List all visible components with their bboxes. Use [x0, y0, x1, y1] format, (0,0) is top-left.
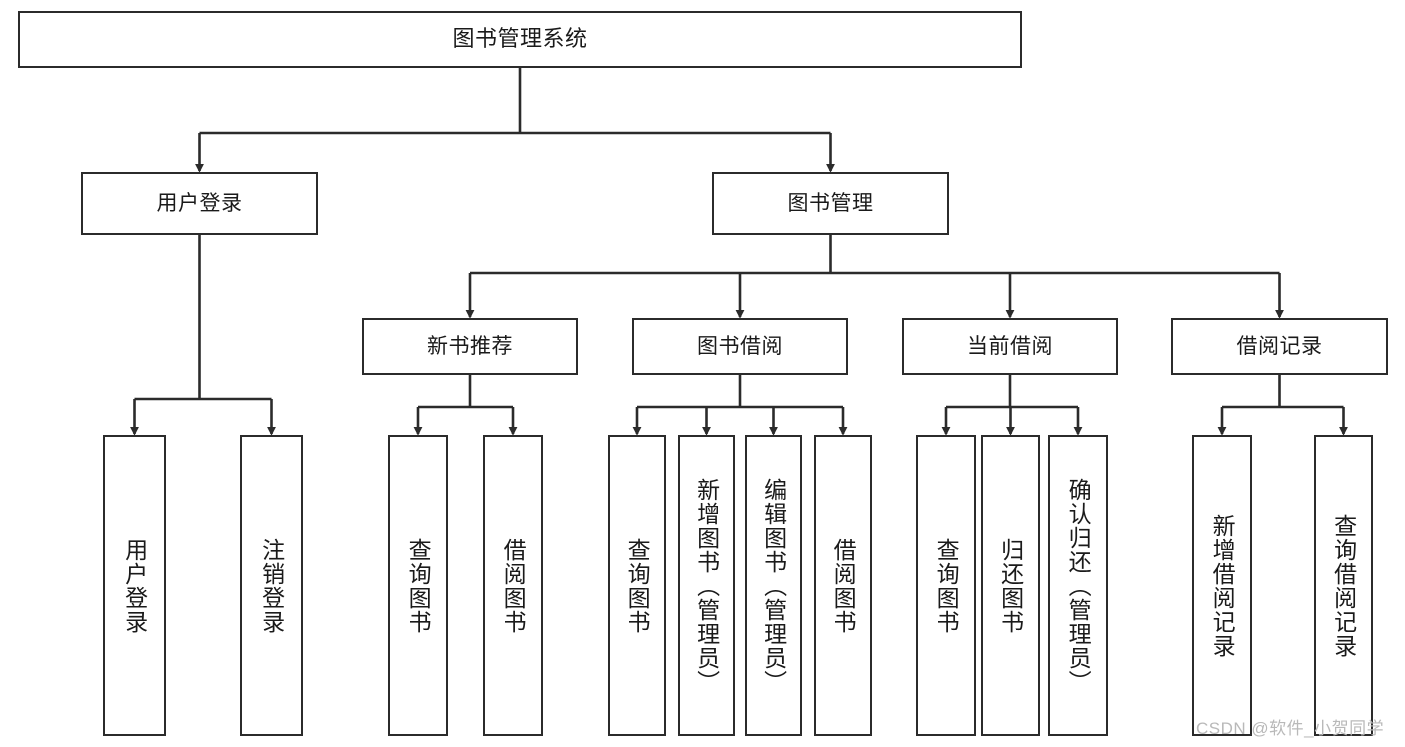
watermark: CSDN @软件_小贺同学: [1196, 719, 1385, 738]
node-leaf-query-book-3[interactable]: 查询图书: [916, 435, 976, 736]
node-leaf-confirm-return[interactable]: 确认归还（管理员）: [1048, 435, 1108, 736]
node-label: 图书管理系统: [452, 26, 588, 52]
node-leaf-add-book[interactable]: 新增图书（管理员）: [678, 435, 735, 736]
node-label: 当前借阅: [967, 334, 1053, 358]
node-book-manage[interactable]: 图书管理: [712, 172, 949, 235]
node-label: 新增图书（管理员）: [693, 477, 720, 694]
node-current-borrow[interactable]: 当前借阅: [902, 318, 1118, 375]
node-user-login[interactable]: 用户登录: [81, 172, 318, 235]
node-new-book-rec[interactable]: 新书推荐: [362, 318, 578, 375]
node-label: 归还图书: [997, 537, 1024, 634]
node-label: 图书借阅: [697, 334, 783, 358]
node-leaf-user-logout[interactable]: 注销登录: [240, 435, 303, 736]
node-label: 图书管理: [787, 191, 874, 215]
node-label: 查询图书: [933, 537, 960, 634]
node-label: 借阅图书: [830, 537, 857, 634]
node-label: 用户登录: [156, 191, 243, 215]
node-label: 查询图书: [405, 537, 432, 634]
node-label: 新书推荐: [427, 334, 513, 358]
node-label: 借阅记录: [1236, 334, 1323, 358]
node-leaf-borrow-book-2[interactable]: 借阅图书: [814, 435, 872, 736]
edge-layer: [130, 68, 1348, 436]
node-leaf-edit-book[interactable]: 编辑图书（管理员）: [745, 435, 802, 736]
node-label: 确认归还（管理员）: [1065, 477, 1092, 694]
node-label: 用户登录: [121, 537, 148, 634]
node-borrow-record[interactable]: 借阅记录: [1171, 318, 1388, 375]
node-root[interactable]: 图书管理系统: [18, 11, 1022, 68]
node-leaf-query-book-2[interactable]: 查询图书: [608, 435, 666, 736]
node-label: 编辑图书（管理员）: [760, 477, 787, 694]
node-book-borrow[interactable]: 图书借阅: [632, 318, 848, 375]
node-label: 新增借阅记录: [1209, 513, 1236, 658]
node-label: 借阅图书: [500, 537, 527, 634]
node-leaf-user-login[interactable]: 用户登录: [103, 435, 166, 736]
node-leaf-return-book[interactable]: 归还图书: [981, 435, 1040, 736]
node-label: 查询借阅记录: [1330, 513, 1357, 658]
node-label: 查询图书: [624, 537, 651, 634]
node-leaf-add-record[interactable]: 新增借阅记录: [1192, 435, 1252, 736]
node-leaf-query-book-1[interactable]: 查询图书: [388, 435, 448, 736]
node-leaf-query-record[interactable]: 查询借阅记录: [1314, 435, 1373, 736]
node-leaf-borrow-book-1[interactable]: 借阅图书: [483, 435, 543, 736]
node-label: 注销登录: [258, 537, 285, 634]
